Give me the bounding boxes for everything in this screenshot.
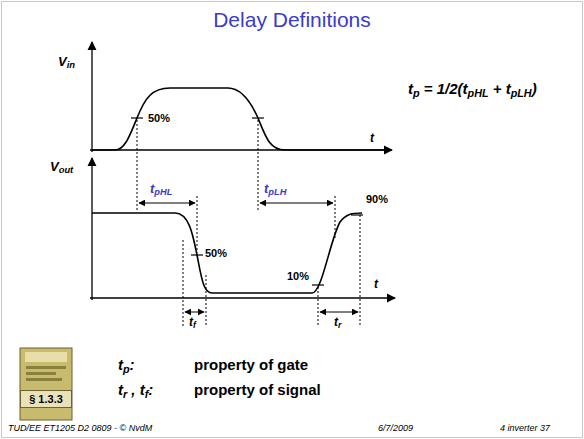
book-icon [20, 348, 72, 420]
guide-line [197, 196, 198, 253]
time-label: tr [334, 316, 341, 330]
level-label: 10% [287, 270, 309, 283]
tick [252, 117, 264, 118]
axis-label: Vout [50, 160, 73, 175]
section-reference: § 1.3.3 [24, 393, 68, 405]
delay-arrow [139, 203, 195, 204]
tick [351, 214, 363, 215]
level-label: 50% [205, 247, 227, 260]
rise-arrow [320, 312, 358, 313]
guide-line [335, 196, 336, 238]
time-label: tf [189, 316, 196, 330]
delay-label: tpHL [150, 182, 173, 197]
level-label: 90% [366, 193, 388, 206]
tick [131, 117, 143, 118]
vout-axis [91, 158, 92, 300]
definition: property of signal [194, 381, 321, 398]
tick [191, 254, 203, 255]
footer: 4 inverter 37 [500, 423, 550, 433]
axis-label: Vin [58, 55, 75, 70]
footer: TUD/EE ET1205 D2 0809 - © NvdM [8, 423, 152, 433]
guide-line [183, 240, 184, 326]
tick [312, 284, 324, 285]
fall-arrow [185, 312, 204, 313]
footer: 6/7/2009 [378, 423, 413, 433]
term: tr , tf: [118, 381, 153, 398]
slide-title: Delay Definitions [0, 8, 584, 32]
guide-line [318, 287, 319, 326]
term: tp: [118, 356, 135, 373]
delay-arrow [260, 203, 333, 204]
guide-line [258, 120, 259, 210]
axis-label: t [370, 132, 374, 146]
guide-line [206, 275, 207, 326]
definition: property of gate [194, 356, 308, 373]
level-label: 50% [148, 112, 170, 125]
vin-axis [91, 42, 92, 152]
guide-line [360, 215, 361, 326]
time-axis [90, 297, 395, 298]
guide-line [137, 120, 138, 210]
book-label: § 1.3.3 [20, 390, 72, 408]
formula: tp = 1/2(tpHL + tpLH) [408, 80, 537, 97]
delay-label: tpLH [264, 182, 287, 197]
axis-label: t [374, 278, 378, 292]
vout-waveform [92, 213, 362, 293]
